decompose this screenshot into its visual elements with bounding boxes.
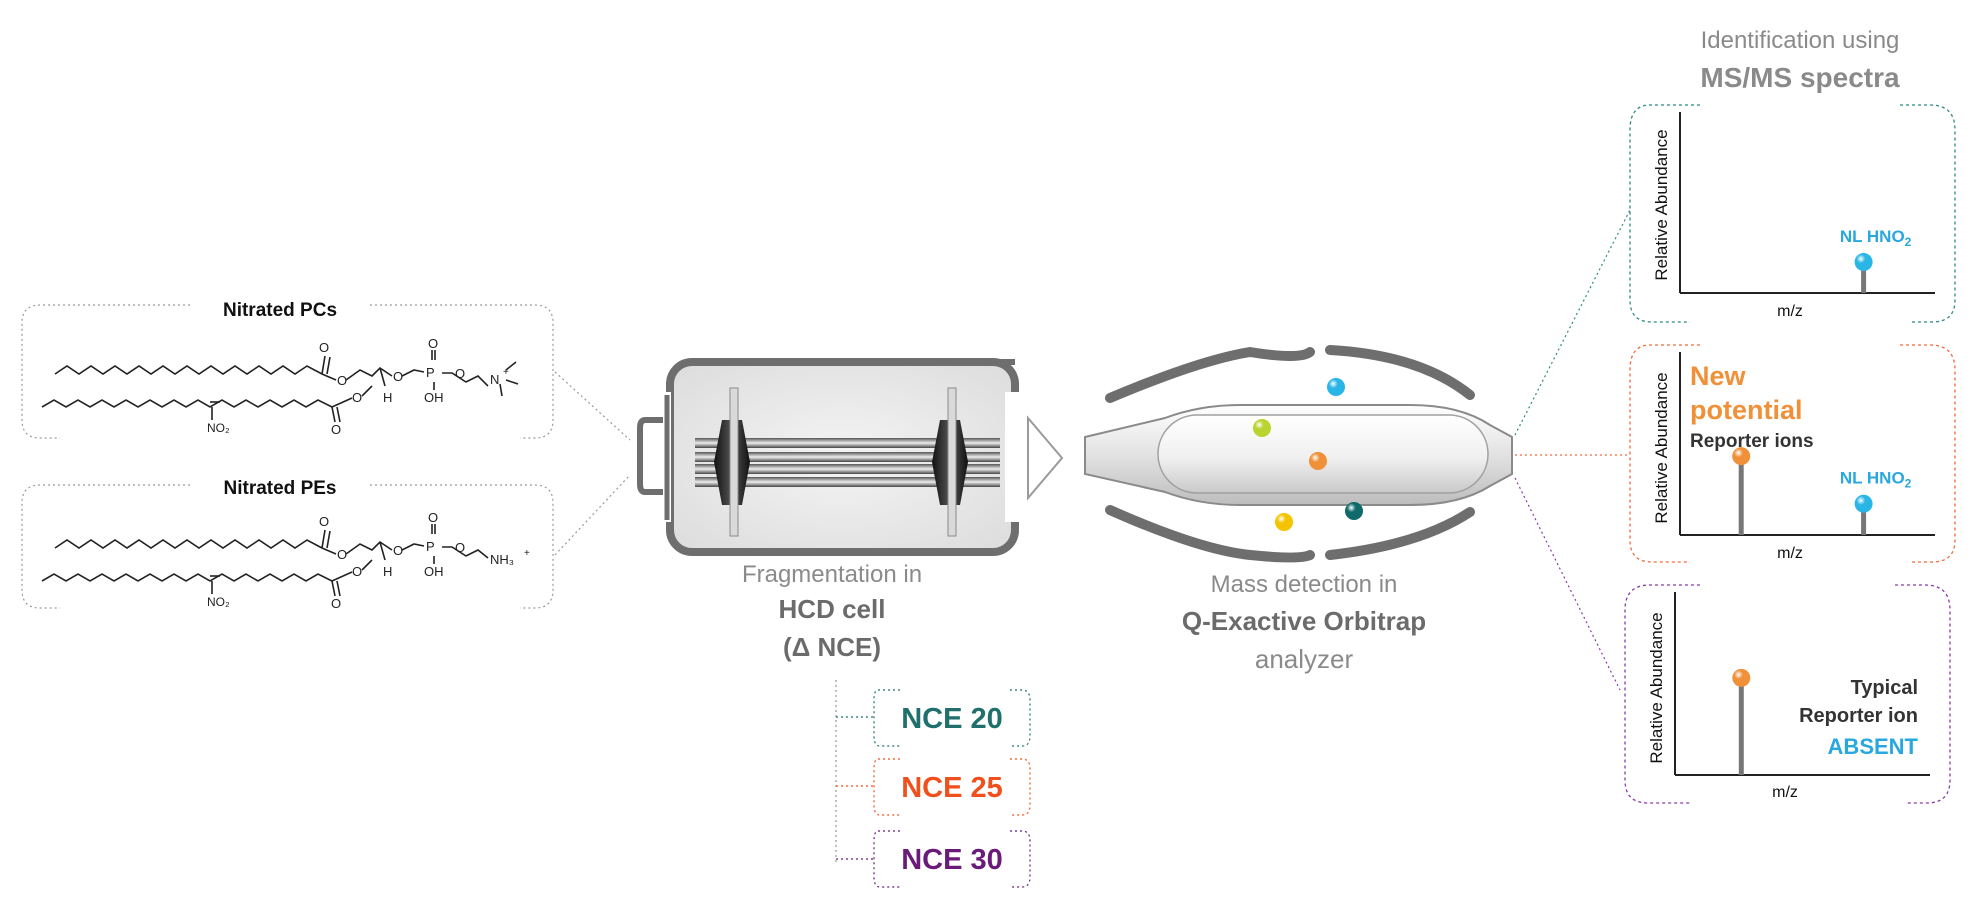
pc-plus: + [503, 367, 509, 378]
pc-atom-labels: O O O P O OH O H O O NO₂ N + [207, 336, 509, 437]
spectrum-2-peaks [1732, 668, 1751, 775]
pc-n: N [490, 372, 499, 387]
spectrum-1-subtitle: Reporter ions [1690, 431, 1814, 452]
hcd-line3: (Δ NCE) [783, 632, 881, 662]
spectrum-2-ylabel: Relative Abundance [1647, 612, 1666, 763]
hcd-line1: Fragmentation in [742, 561, 922, 588]
hcd-label: Fragmentation in HCD cell (Δ NCE) [742, 561, 922, 662]
orbitrap-line2: Q-Exactive Orbitrap [1182, 606, 1426, 636]
nce-30-item: NCE 30 [873, 830, 1031, 888]
pe-o-phos-top: O [428, 510, 438, 525]
pe-atom-labels: O O O P O OH O H O O NO₂ NH₃ + [207, 510, 530, 611]
spectra-header-line2: MS/MS spectra [1700, 62, 1900, 93]
pe-structure [41, 524, 489, 597]
orbitrap-label: Mass detection in Q-Exactive Orbitrap an… [1182, 571, 1426, 674]
spectrum-2-note-1: Typical [1851, 677, 1918, 699]
orbitrap-to-spectra-connectors [1514, 209, 1631, 691]
pc-no2: NO₂ [207, 421, 230, 435]
spectrum-1-peak-1-label: NL HNO2 [1840, 469, 1912, 491]
spectrum-panel-nce25: Relative Abundance m/z New potential Rep… [1629, 344, 1956, 563]
pe-o-carbonyl-2: O [331, 596, 341, 611]
hcd-cell [637, 358, 1064, 556]
spectrum-panel-nce30: Relative Abundance m/z Typical Reporter … [1624, 584, 1951, 804]
pe-o-carbonyl-1: O [319, 514, 329, 529]
ion-yellow [1275, 513, 1293, 531]
spectrum-2-peak-0-marker [1732, 668, 1751, 687]
spectra-header: Identification using MS/MS spectra [1700, 27, 1900, 93]
pc-o-carbonyl-2: O [331, 422, 341, 437]
pe-plus: + [524, 548, 530, 559]
nce-selector: NCE 20 NCE 25 NCE 30 [835, 680, 1031, 888]
pc-h: H [383, 390, 392, 405]
pe-o-ester-1: O [337, 547, 347, 562]
nitrated-pe-box: Nitrated PEs O O O P O [21, 478, 554, 611]
ion-lime [1253, 419, 1271, 437]
orbitrap-analyzer [1084, 345, 1513, 563]
hcd-line2: HCD cell [779, 594, 886, 624]
pe-no2: NO₂ [207, 595, 230, 609]
spectrum-0-peak-0-label: NL HNO2 [1840, 227, 1912, 249]
spectrum-1-peak-0-marker [1732, 447, 1751, 466]
spectra-header-line1: Identification using [1701, 27, 1900, 54]
spectrum-2-note-2: Reporter ion [1799, 705, 1918, 727]
pc-p: P [426, 365, 435, 380]
spectrum-panel-nce20: Relative Abundance m/z NL HNO2 [1629, 104, 1956, 323]
pc-o-carbonyl-1: O [319, 340, 329, 355]
spectrum-1-peaks: NL HNO2 [1732, 447, 1912, 535]
pc-o-ester-1: O [337, 373, 347, 388]
nitrated-pc-box: Nitrated PCs O [21, 300, 554, 439]
pe-o-phos-2: O [455, 540, 465, 555]
ion-orange [1309, 452, 1327, 470]
spectrum-0-ylabel: Relative Abundance [1652, 129, 1671, 280]
spectrum-0-xlabel: m/z [1777, 303, 1803, 320]
ion-blue [1327, 378, 1345, 396]
orbitrap-line3: analyzer [1255, 644, 1354, 674]
pc-o-phos-top: O [428, 336, 438, 351]
spectrum-0-peaks: NL HNO2 [1840, 227, 1912, 293]
nce-20-label: NCE 20 [901, 703, 1003, 735]
pe-title: Nitrated PEs [224, 478, 337, 499]
pc-structure [41, 350, 519, 423]
nce-20-item: NCE 20 [873, 689, 1031, 747]
spectrum-1-title-2: potential [1690, 395, 1803, 425]
ion-teal [1345, 502, 1363, 520]
spectrum-2-xlabel: m/z [1772, 784, 1798, 801]
spectrum-1-title-1: New [1690, 361, 1747, 391]
orbitrap-ions [1253, 378, 1363, 531]
spectrum-2-note-emph: ABSENT [1828, 734, 1919, 759]
pc-o-phos-1: O [393, 369, 403, 384]
nce-25-item: NCE 25 [873, 758, 1031, 816]
spectrum-0-peak-0-marker [1854, 253, 1873, 272]
pe-p: P [426, 539, 435, 554]
pe-h: H [383, 564, 392, 579]
lipid-to-hcd-connectors [554, 371, 631, 556]
pc-o-ester-2: O [352, 390, 362, 405]
nce-25-label: NCE 25 [901, 772, 1003, 804]
spectrum-1-ylabel: Relative Abundance [1652, 372, 1671, 523]
orbitrap-line1: Mass detection in [1211, 571, 1398, 598]
pe-nh3: NH₃ [490, 552, 514, 567]
pe-o-ester-2: O [352, 564, 362, 579]
pc-oh: OH [424, 390, 444, 405]
spectrum-1-peak-1-marker [1854, 494, 1873, 513]
pc-title: Nitrated PCs [223, 300, 337, 321]
spectrum-1-xlabel: m/z [1777, 545, 1803, 562]
nce-30-label: NCE 30 [901, 844, 1003, 876]
pe-oh: OH [424, 564, 444, 579]
pe-o-phos-1: O [393, 543, 403, 558]
pc-o-phos-2: O [455, 366, 465, 381]
